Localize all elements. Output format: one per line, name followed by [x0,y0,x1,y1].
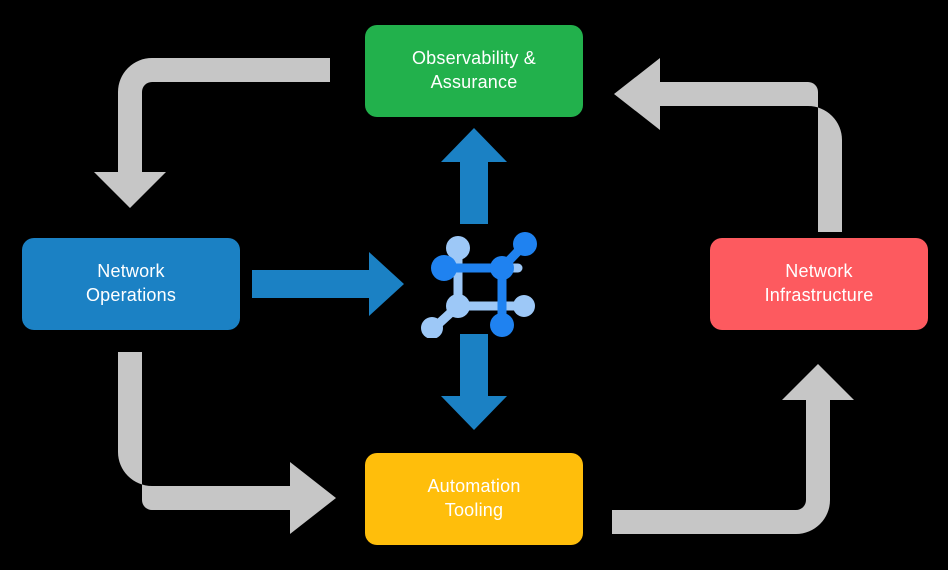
node-automation-tooling[interactable]: Automation Tooling [365,453,583,545]
arrow-automation-to-infrastructure [612,364,854,534]
arrow-center-to-automation [441,334,507,430]
node-network-operations-label: Network Operations [85,261,177,305]
arrow-center-to-observability [441,128,507,224]
arrow-infrastructure-to-observability [614,58,842,232]
network-topology-icon [421,232,537,338]
node-network-infrastructure-label: Network Infrastructure [764,261,874,305]
arrow-operations-to-automation [118,352,336,534]
arrow-operations-to-center [252,252,404,316]
node-network-operations[interactable]: Network Operations [22,238,240,330]
node-automation-tooling-label: Automation Tooling [427,476,521,520]
node-network-infrastructure[interactable]: Network Infrastructure [710,238,928,330]
node-observability-label: Observability & Assurance [411,48,537,92]
node-observability-assurance[interactable]: Observability & Assurance [365,25,583,117]
arrow-observability-to-operations [94,58,330,208]
